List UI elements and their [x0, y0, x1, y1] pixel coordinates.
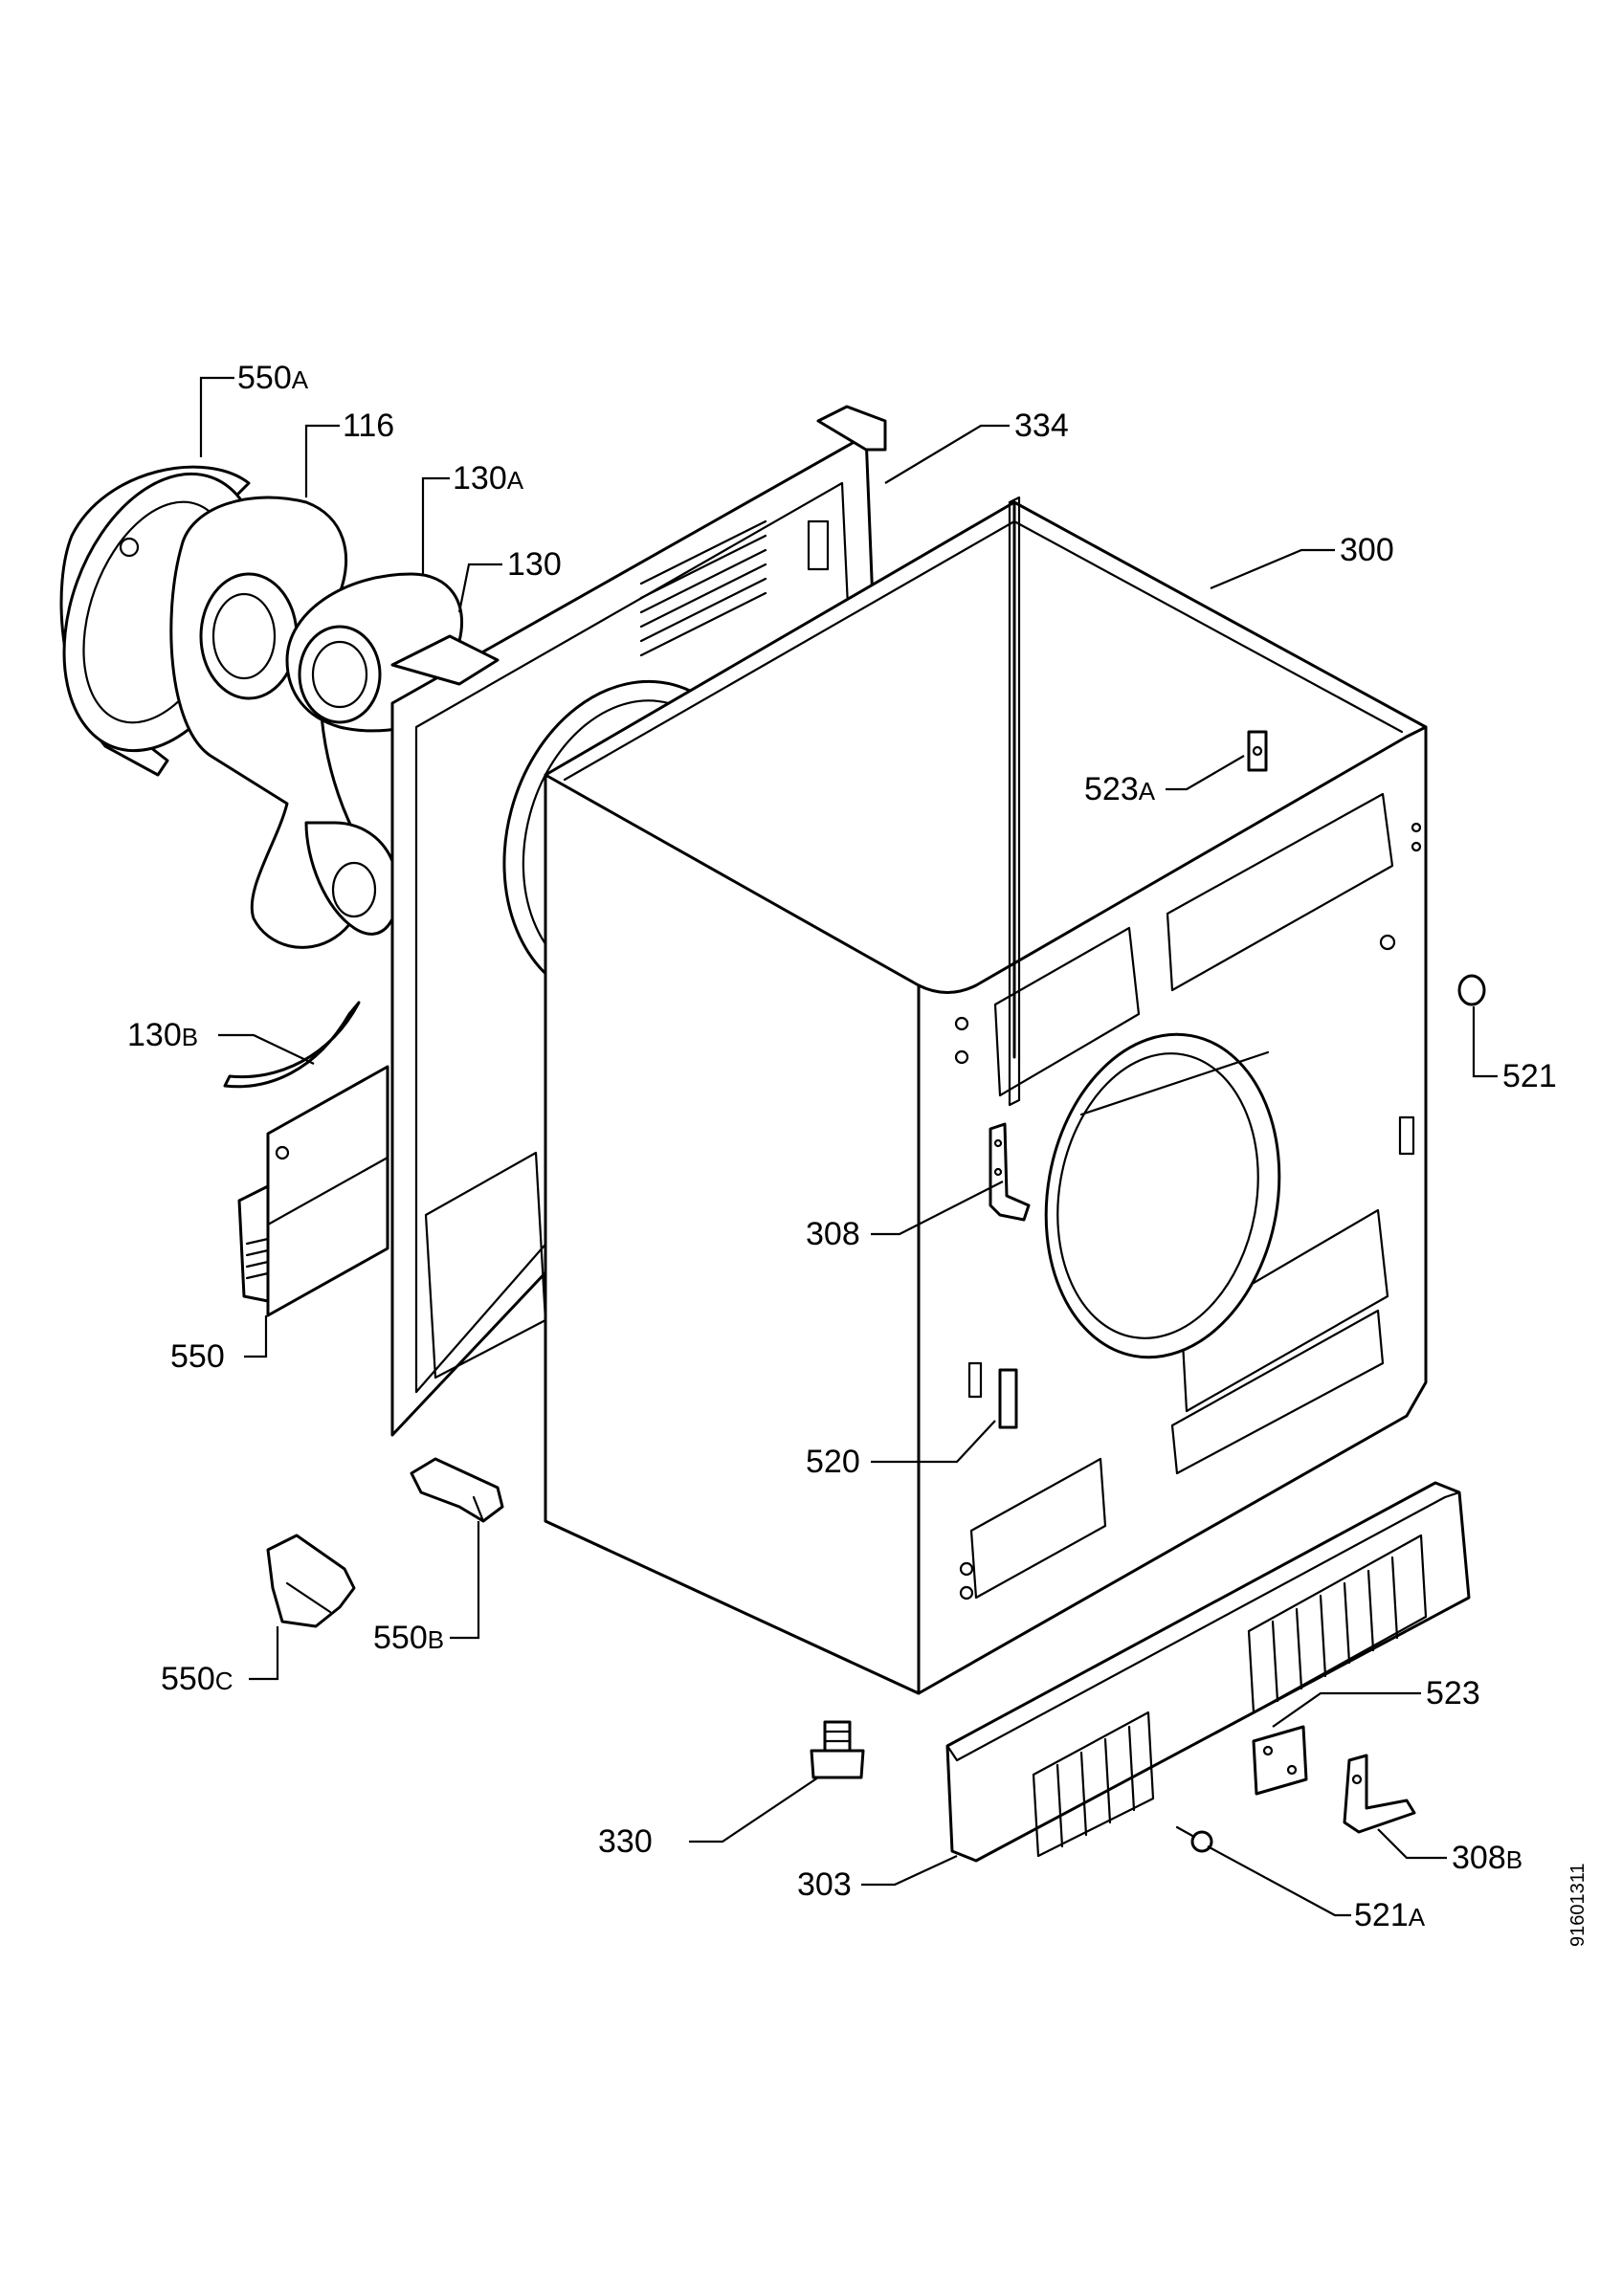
part-523-plate	[1252, 1725, 1308, 1796]
part-550b-clip	[410, 1457, 504, 1523]
part-308b-bracket	[1343, 1754, 1416, 1834]
callout-523: 523	[1426, 1675, 1480, 1711]
part-521-plug	[1457, 974, 1486, 1006]
callout-550a: 550A	[237, 360, 309, 396]
document-number: 91601311	[1567, 1864, 1589, 1948]
callout-labels: 550A 116 130A 130 334 300 523A 521 130B …	[127, 360, 1557, 1933]
part-523a-clip	[1247, 730, 1268, 772]
callout-303: 303	[797, 1866, 852, 1903]
callout-550b: 550B	[373, 1620, 444, 1656]
leader-lines	[199, 376, 1498, 1917]
callout-308b: 308B	[1452, 1840, 1522, 1876]
part-550c-clip	[266, 1534, 356, 1628]
part-300-cabinet	[544, 496, 1428, 1695]
part-330-foot	[810, 1720, 865, 1779]
callout-521a: 521A	[1354, 1897, 1426, 1933]
callout-330: 330	[598, 1823, 653, 1860]
callout-308: 308	[806, 1216, 860, 1252]
callout-300: 300	[1340, 532, 1394, 568]
kick-plate-vents	[1055, 1556, 1399, 1848]
callout-521: 521	[1502, 1058, 1557, 1094]
callout-130b: 130B	[127, 1017, 198, 1053]
part-550-duct-bracket	[237, 1065, 389, 1317]
callout-334: 334	[1014, 408, 1069, 444]
part-130b-seal-strip	[223, 1001, 361, 1089]
callout-523a: 523A	[1084, 771, 1156, 807]
callout-520: 520	[806, 1444, 860, 1480]
part-521a-screw	[1175, 1825, 1213, 1853]
part-303-kick-plate	[945, 1481, 1471, 1863]
callout-116: 116	[343, 408, 394, 444]
callout-550: 550	[170, 1338, 225, 1375]
part-308-bracket	[989, 1122, 1031, 1222]
callout-130: 130	[507, 546, 562, 583]
callout-130a: 130A	[453, 460, 524, 497]
part-520-latch	[998, 1368, 1018, 1429]
callout-550c: 550C	[161, 1661, 233, 1697]
